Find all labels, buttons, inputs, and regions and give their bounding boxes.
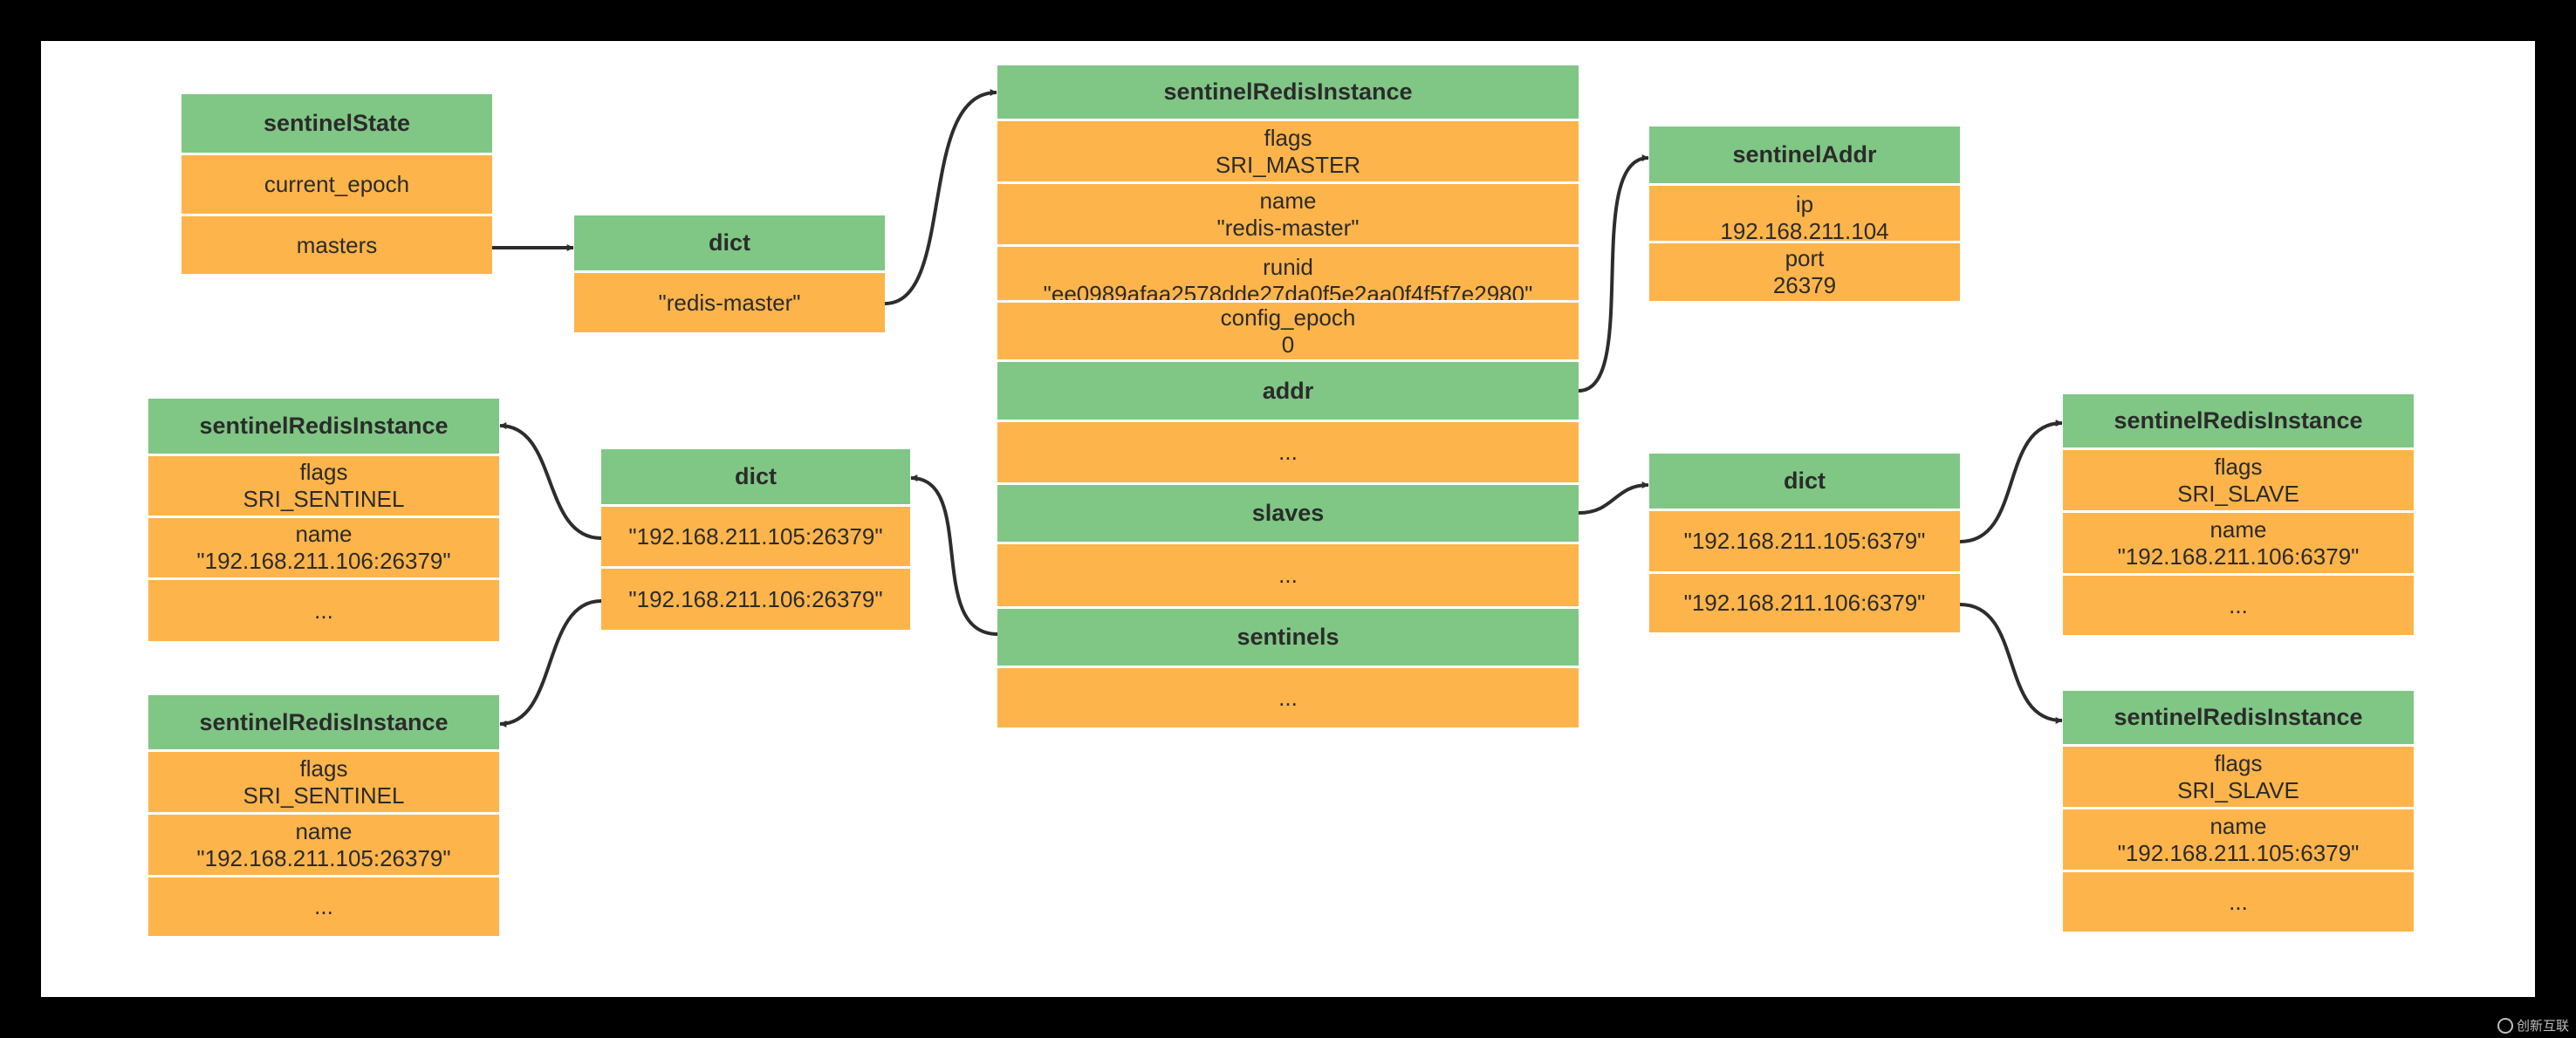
field-value: 26379 bbox=[1772, 272, 1837, 298]
field-value: "ee0989afaa2578dde27da0f5e2aa0f4f5f7e298… bbox=[1043, 281, 1533, 303]
field-label: port bbox=[1785, 245, 1825, 271]
watermark-text: 创新互联 bbox=[2516, 1019, 2569, 1034]
section-sentinels: sentinels bbox=[997, 609, 1579, 668]
dict-title: dict bbox=[601, 449, 910, 507]
field-more: ... bbox=[148, 580, 499, 641]
sentinels-dict: dict "192.168.211.105:26379" "192.168.21… bbox=[601, 449, 910, 630]
field-label: name bbox=[2209, 812, 2267, 839]
field-value: "redis-master" bbox=[1216, 214, 1360, 241]
section-slaves: slaves bbox=[997, 485, 1579, 544]
watermark-logo-icon bbox=[2497, 1017, 2513, 1034]
sentinel-addr-struct: sentinelAddr ip 192.168.211.104 port 263… bbox=[1649, 126, 1960, 301]
struct-title: sentinelState bbox=[182, 94, 492, 155]
field-flags: flags SRI_MASTER bbox=[997, 121, 1579, 184]
arrow-addr-to-sentinel-addr bbox=[1578, 154, 1649, 393]
dict-key-sentinel-106: "192.168.211.106:26379" bbox=[601, 569, 910, 630]
masters-dict: dict "redis-master" bbox=[574, 215, 885, 332]
field-value: "192.168.211.105:26379" bbox=[196, 844, 451, 871]
field-label: flags bbox=[2214, 453, 2263, 480]
dict-key-slave-105: "192.168.211.105:6379" bbox=[1649, 511, 1960, 574]
slave-instance-105: sentinelRedisInstance flags SRI_SLAVE na… bbox=[2063, 691, 2414, 932]
arrow-slave-106-key bbox=[1959, 603, 2063, 724]
dict-key-slave-106: "192.168.211.106:6379" bbox=[1649, 574, 1960, 632]
field-more: ... bbox=[148, 878, 499, 936]
field-value: "192.168.211.105:6379" bbox=[2117, 839, 2360, 866]
field-value: 0 bbox=[1281, 331, 1295, 358]
field-value: SRI_SENTINEL bbox=[243, 782, 405, 809]
field-value: "192.168.211.106:6379" bbox=[2117, 543, 2360, 570]
field-label: name bbox=[2209, 516, 2267, 543]
field-flags: flags SRI_SLAVE bbox=[2063, 747, 2414, 809]
section-sentinels-more: ... bbox=[997, 668, 1579, 727]
field-label: flags bbox=[299, 459, 348, 485]
slave-instance-106: sentinelRedisInstance flags SRI_SLAVE na… bbox=[2063, 394, 2414, 635]
field-value: SRI_SLAVE bbox=[2177, 480, 2299, 507]
field-label: flags bbox=[299, 755, 348, 782]
field-value: "192.168.211.106:26379" bbox=[196, 548, 451, 574]
field-name: name "redis-master" bbox=[997, 184, 1579, 247]
struct-title: sentinelRedisInstance bbox=[148, 399, 499, 456]
sentinel-instance-106: sentinelRedisInstance flags SRI_SENTINEL… bbox=[148, 399, 499, 641]
dict-key-sentinel-105: "192.168.211.105:26379" bbox=[601, 507, 910, 569]
sentinel-instance-105: sentinelRedisInstance flags SRI_SENTINEL… bbox=[148, 695, 499, 936]
field-flags: flags SRI_SENTINEL bbox=[148, 456, 499, 518]
field-label: flags bbox=[1264, 124, 1312, 151]
field-more: ... bbox=[2063, 872, 2414, 932]
arrow-slave-105-key bbox=[1959, 420, 2063, 543]
dict-title: dict bbox=[1649, 454, 1960, 511]
field-label: flags bbox=[2214, 749, 2263, 776]
field-masters: masters bbox=[182, 216, 492, 274]
arrow-sentinels-to-dict bbox=[910, 475, 998, 636]
dict-key-redis-master: "redis-master" bbox=[574, 273, 885, 332]
field-name: name "192.168.211.106:26379" bbox=[148, 518, 499, 580]
field-runid: runid "ee0989afaa2578dde27da0f5e2aa0f4f5… bbox=[997, 247, 1579, 303]
struct-title: sentinelRedisInstance bbox=[997, 65, 1579, 121]
field-name: name "192.168.211.105:26379" bbox=[148, 815, 499, 878]
arrow-slaves-to-dict bbox=[1578, 481, 1649, 515]
field-label: name bbox=[295, 817, 353, 844]
sentinel-state-struct: sentinelState current_epoch masters bbox=[182, 94, 492, 274]
field-value: SRI_MASTER bbox=[1215, 151, 1361, 178]
field-name: name "192.168.211.106:6379" bbox=[2063, 513, 2414, 576]
section-slaves-more: ... bbox=[997, 544, 1579, 609]
struct-title: sentinelRedisInstance bbox=[148, 695, 499, 752]
field-label: name bbox=[1259, 187, 1317, 214]
watermark: 创新互联 bbox=[2497, 1016, 2569, 1035]
field-label: ip bbox=[1795, 191, 1814, 217]
field-flags: flags SRI_SLAVE bbox=[2063, 450, 2414, 513]
section-addr-more: ... bbox=[997, 422, 1579, 485]
field-value: SRI_SLAVE bbox=[2177, 776, 2299, 803]
field-name: name "192.168.211.105:6379" bbox=[2063, 809, 2414, 872]
field-current-epoch: current_epoch bbox=[182, 155, 492, 216]
arrow-sentinel-106-key bbox=[499, 599, 602, 727]
master-instance-struct: sentinelRedisInstance flags SRI_MASTER n… bbox=[997, 65, 1579, 727]
field-label: config_epoch bbox=[1220, 304, 1356, 331]
slaves-dict: dict "192.168.211.105:6379" "192.168.211… bbox=[1649, 454, 1960, 632]
field-value: SRI_SENTINEL bbox=[243, 486, 405, 512]
section-addr: addr bbox=[997, 362, 1579, 422]
struct-title: sentinelAddr bbox=[1649, 126, 1960, 186]
field-more: ... bbox=[2063, 576, 2414, 635]
field-value: 192.168.211.104 bbox=[1720, 218, 1889, 243]
field-flags: flags SRI_SENTINEL bbox=[148, 752, 499, 815]
struct-title: sentinelRedisInstance bbox=[2063, 394, 2414, 450]
field-label: runid bbox=[1263, 254, 1313, 280]
dict-title: dict bbox=[574, 215, 885, 273]
arrow-sentinel-105-key bbox=[499, 422, 602, 540]
struct-title: sentinelRedisInstance bbox=[2063, 691, 2414, 747]
field-port: port 26379 bbox=[1649, 243, 1960, 301]
arrow-dict-to-master bbox=[884, 89, 997, 305]
field-label: name bbox=[295, 521, 353, 547]
field-ip: ip 192.168.211.104 bbox=[1649, 186, 1960, 243]
field-config-epoch: config_epoch 0 bbox=[997, 303, 1579, 362]
